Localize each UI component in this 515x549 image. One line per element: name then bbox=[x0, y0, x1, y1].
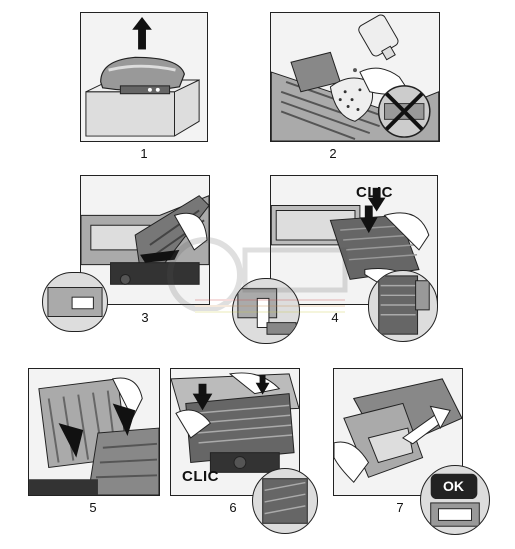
step-6-clic-label: CLIC bbox=[182, 468, 219, 485]
step-4-detail-left bbox=[232, 278, 300, 344]
step-3-detail-illustration bbox=[47, 287, 103, 317]
step-4-number: 4 bbox=[331, 310, 339, 325]
step-7-detail-illustration bbox=[430, 473, 480, 527]
step-2-number: 2 bbox=[329, 146, 337, 161]
down-arrow-icon bbox=[367, 187, 386, 212]
cross-out-icon bbox=[377, 85, 431, 138]
step-5-panel bbox=[28, 368, 160, 496]
step-4-panel bbox=[270, 175, 438, 305]
watermark-logo bbox=[167, 237, 348, 313]
down-arrow-icon bbox=[359, 205, 378, 234]
push-arrow-icon bbox=[402, 405, 451, 445]
step-1-panel bbox=[80, 12, 208, 142]
step-6-number: 6 bbox=[229, 500, 237, 515]
step-2-illustration bbox=[271, 14, 439, 141]
step-4-illustration bbox=[271, 187, 430, 295]
down-arrow-icon bbox=[58, 403, 136, 458]
step-7-illustration bbox=[334, 378, 462, 483]
step-1-number: 1 bbox=[140, 146, 148, 161]
step-4-clic-label: CLIC bbox=[356, 184, 393, 201]
step-2-panel bbox=[270, 12, 440, 142]
step-7-detail bbox=[420, 465, 490, 535]
step-5-number: 5 bbox=[89, 500, 97, 515]
down-arrow-icon bbox=[192, 383, 213, 411]
step-3-illustration bbox=[81, 195, 209, 285]
step-6-detail-illustration bbox=[262, 478, 308, 524]
step-6-illustration bbox=[171, 372, 299, 473]
step-5-illustration bbox=[29, 377, 159, 495]
step-1-illustration bbox=[85, 16, 200, 137]
step-7-ok-label: OK bbox=[443, 478, 464, 494]
step-4-detail-left-illustration bbox=[237, 288, 297, 335]
step-4-detail-right bbox=[368, 270, 438, 342]
step-3-detail bbox=[42, 272, 108, 332]
up-arrow-icon bbox=[132, 16, 152, 50]
step-6-detail bbox=[252, 468, 318, 534]
step-4-detail-right-illustration bbox=[378, 275, 430, 335]
step-7-number: 7 bbox=[396, 500, 404, 515]
step-3-number: 3 bbox=[141, 310, 149, 325]
down-arrow-icon bbox=[255, 374, 270, 395]
